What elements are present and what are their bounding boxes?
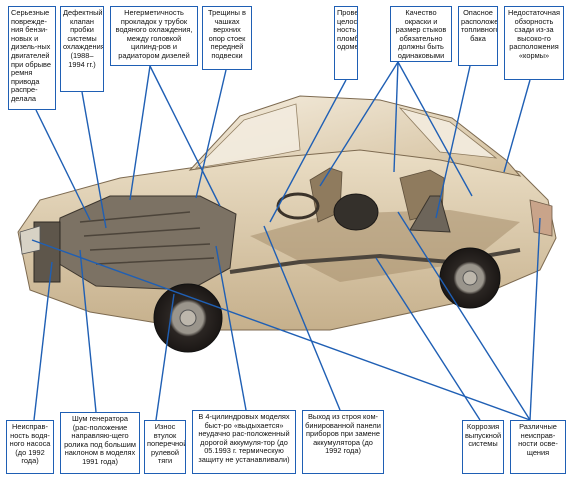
leader-rear-view (503, 79, 531, 173)
rear-suspension (409, 195, 451, 233)
taillight (529, 199, 553, 237)
callout-plug: Дефектный клапан пробки системы охлажден… (60, 6, 104, 92)
rear-hub (462, 270, 478, 286)
leader-paint-1 (319, 61, 399, 187)
leader-generator (79, 249, 97, 413)
callout-bushings: Износ втулок поперечной рулевой тяги (144, 420, 186, 474)
leader-gasket-2 (149, 65, 221, 207)
callout-tank: Опасное расположение топливного бака (458, 6, 498, 66)
leader-gasket (129, 65, 151, 201)
leader-belt (35, 109, 91, 221)
callout-belt: Серьезные поврежде-ния бензи-новых и диз… (8, 6, 56, 110)
windshield (194, 103, 301, 169)
callout-generator: Шум генератора (рас-положение направляю-… (60, 412, 140, 474)
callout-pump: Неисправ-ность водя-ного насоса (до 1992… (6, 420, 54, 474)
callout-odometer: Проверьте целост-ность пломбы одометра (334, 6, 358, 80)
leader-odometer (269, 79, 347, 223)
leader-exhaust (375, 257, 481, 421)
leader-lighting-1 (31, 239, 531, 421)
spare-wheel (333, 193, 379, 231)
headlight (19, 225, 41, 255)
leader-bushings (155, 293, 175, 421)
leader-battery (215, 245, 247, 411)
callout-rear-view: Недостаточная обзорность сзади из-за выс… (504, 6, 564, 80)
callout-battery: В 4-цилиндровых моделях быст-ро «выдыхае… (192, 410, 296, 474)
callout-cracks: Трещины в чашках верхних опор стоек пере… (202, 6, 252, 70)
leader-lines (31, 61, 541, 421)
leader-paint-3 (397, 61, 473, 197)
leader-lighting-2 (529, 217, 541, 421)
leader-panel (263, 225, 341, 411)
leader-paint-2 (393, 61, 399, 173)
callout-exhaust: Коррозия выпускной системы (462, 420, 504, 474)
radiator (33, 221, 61, 283)
rear-window (398, 107, 498, 159)
leader-cracks (195, 69, 227, 199)
leader-plug (81, 91, 107, 229)
leader-pump (33, 261, 53, 421)
leader-lighting-3 (397, 211, 531, 421)
callout-lighting: Различные неисправ-ности осве-щения (510, 420, 566, 474)
engine-detail (79, 211, 215, 265)
callout-paint: Качество окраски и размер стыков обязате… (390, 6, 452, 62)
front-hub (179, 309, 197, 327)
callout-panel: Выход из строя ком-бинированной панели п… (302, 410, 384, 474)
car-body (17, 95, 557, 353)
callout-gasket: Негерметичность прокладок у трубок водян… (110, 6, 198, 66)
leader-tank (435, 65, 471, 219)
